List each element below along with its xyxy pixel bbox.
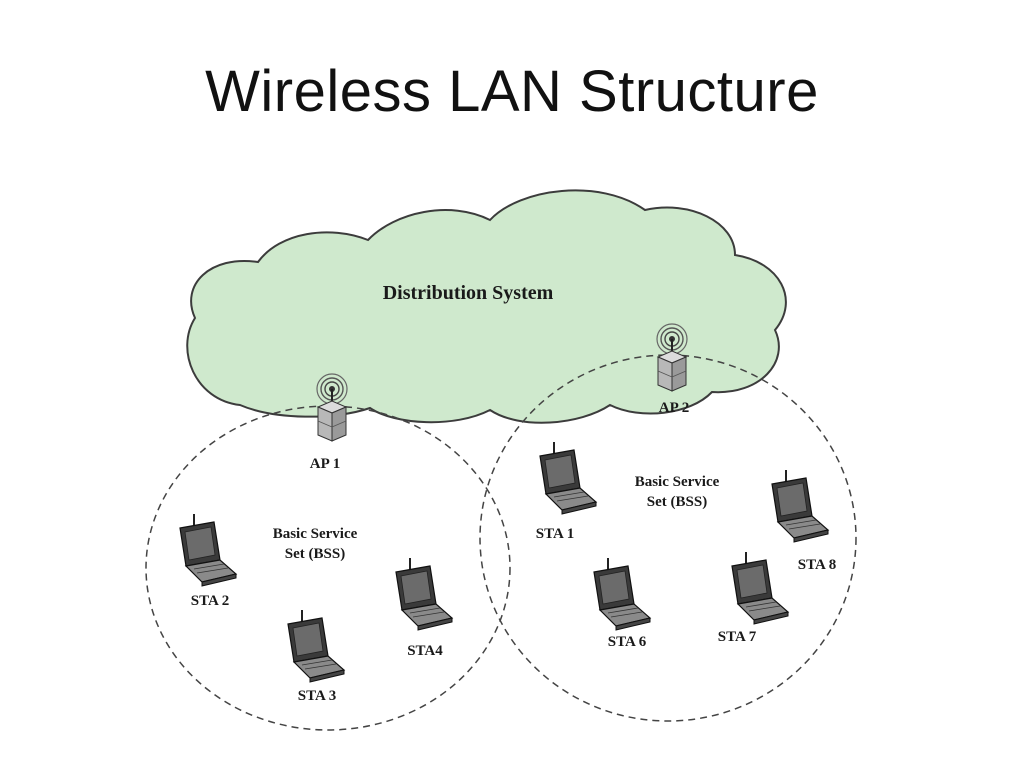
sta8-label: STA 8 xyxy=(798,557,837,573)
laptop-icon xyxy=(771,469,829,543)
sta7-label: STA 7 xyxy=(718,629,757,645)
sta4-label: STA4 xyxy=(407,643,443,659)
laptop-icon xyxy=(395,557,453,631)
sta6-label: STA 6 xyxy=(608,634,647,650)
laptop-icon xyxy=(179,513,237,587)
laptop-icon xyxy=(593,557,651,631)
bss-boundary-right xyxy=(479,354,857,722)
distribution-system-cloud xyxy=(186,189,787,424)
slide-title: Wireless LAN Structure xyxy=(205,59,819,124)
laptop-icon xyxy=(731,551,789,625)
bss-left-label-line2: Set (BSS) xyxy=(285,546,345,562)
laptop-icon xyxy=(539,441,597,515)
bss-right-label-line1: Basic Service xyxy=(635,474,720,490)
sta1-label: STA 1 xyxy=(536,526,575,542)
sta2-label: STA 2 xyxy=(191,593,230,609)
ap2-label: AP 2 xyxy=(659,400,689,416)
distribution-system-label: Distribution System xyxy=(383,282,554,304)
bss-left-label-line1: Basic Service xyxy=(273,526,358,542)
sta3-label: STA 3 xyxy=(298,688,337,704)
laptop-icon xyxy=(287,609,345,683)
ap1-label: AP 1 xyxy=(310,456,340,472)
bss-right-label-line2: Set (BSS) xyxy=(647,494,707,510)
